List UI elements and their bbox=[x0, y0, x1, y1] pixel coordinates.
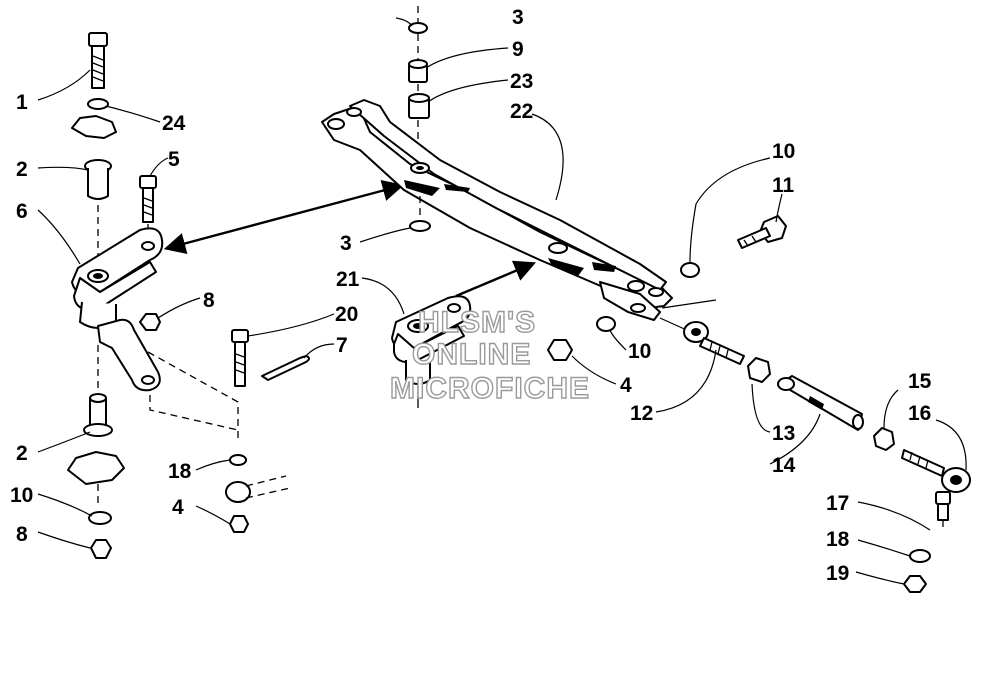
spacer-part-9 bbox=[408, 59, 428, 83]
tie-rod-end-part-12 bbox=[683, 321, 745, 365]
callout-8-lower: 8 bbox=[16, 523, 28, 546]
callout-13: 13 bbox=[772, 422, 795, 445]
callout-labels: 1 2 6 24 5 8 20 7 2 10 8 18 4 3 9 23 22 … bbox=[10, 6, 932, 585]
callout-15: 15 bbox=[908, 370, 932, 393]
callout-18-right: 18 bbox=[826, 528, 850, 551]
callout-3-lower: 3 bbox=[340, 232, 352, 255]
tie-rod-stub bbox=[225, 475, 291, 503]
callout-3-top: 3 bbox=[512, 6, 524, 29]
watermark-line-2: ONLINE bbox=[412, 338, 531, 371]
callout-22: 22 bbox=[510, 100, 533, 123]
callout-7: 7 bbox=[336, 334, 348, 357]
callout-17: 17 bbox=[826, 492, 849, 515]
callout-24: 24 bbox=[162, 112, 186, 135]
nut-part-8-upper bbox=[139, 313, 161, 331]
callout-10-left: 10 bbox=[10, 484, 33, 507]
jam-nut-part-15 bbox=[873, 427, 895, 451]
callout-19: 19 bbox=[826, 562, 849, 585]
nut-part-19 bbox=[903, 575, 927, 593]
washer-part-24 bbox=[87, 98, 109, 110]
bolt-part-11 bbox=[737, 215, 787, 249]
callout-10-center: 10 bbox=[628, 340, 651, 363]
watermark: HLSM'S ONLINE MICROFICHE bbox=[389, 305, 590, 405]
leader-lines bbox=[37, 17, 967, 585]
callout-4-center: 4 bbox=[620, 374, 632, 397]
washer-part-18-left bbox=[229, 454, 247, 466]
callout-21: 21 bbox=[336, 268, 360, 291]
tie-rod-assembly bbox=[683, 321, 971, 593]
connection-arrow-lower bbox=[455, 260, 536, 298]
callout-5: 5 bbox=[168, 148, 180, 171]
tie-bar-part-22 bbox=[321, 99, 717, 337]
cotter-pin-part-7 bbox=[261, 355, 310, 381]
washer-part-3-lower bbox=[409, 220, 431, 232]
callout-2-lower: 2 bbox=[16, 442, 28, 465]
washer-part-3-top bbox=[408, 22, 428, 34]
bolt-part-20 bbox=[231, 329, 249, 387]
watermark-line-1: HLSM'S bbox=[418, 306, 536, 339]
jam-nut-part-13 bbox=[747, 357, 771, 383]
callout-4-left: 4 bbox=[172, 496, 184, 519]
mount-plate-upper bbox=[71, 115, 117, 139]
callout-9: 9 bbox=[512, 38, 524, 61]
callout-16: 16 bbox=[908, 402, 931, 425]
steering-arm-part-21 bbox=[391, 295, 472, 408]
bolt-part-1 bbox=[88, 32, 108, 89]
callout-10-right: 10 bbox=[772, 140, 795, 163]
bushing-part-2-lower bbox=[83, 393, 113, 437]
callout-2-upper: 2 bbox=[16, 158, 28, 181]
watermark-line-3: MICROFICHE bbox=[390, 372, 590, 405]
bushing-part-23 bbox=[408, 93, 430, 119]
callout-6: 6 bbox=[16, 200, 28, 223]
callout-20: 20 bbox=[335, 303, 358, 326]
washer-part-10-right bbox=[680, 262, 700, 278]
washer-part-10-left bbox=[88, 511, 112, 525]
callout-8-upper: 8 bbox=[203, 289, 215, 312]
nut-part-4-left bbox=[229, 515, 249, 533]
callout-23: 23 bbox=[510, 70, 533, 93]
left-assembly bbox=[67, 32, 310, 559]
bushing-part-2-upper bbox=[84, 159, 112, 200]
bolt-part-5 bbox=[139, 175, 157, 223]
nut-part-8-lower bbox=[90, 539, 112, 559]
stud-part-17 bbox=[935, 491, 951, 521]
callout-18-left: 18 bbox=[168, 460, 192, 483]
callout-14: 14 bbox=[772, 454, 796, 477]
connection-arrow-upper bbox=[163, 180, 405, 254]
steering-post-part-6 bbox=[71, 227, 164, 392]
tie-rod-end-part-16 bbox=[901, 449, 971, 493]
washer-part-10-center bbox=[596, 316, 616, 332]
nut-part-4-center bbox=[547, 339, 573, 361]
center-assembly bbox=[321, 6, 787, 408]
mount-plate-lower bbox=[67, 451, 125, 485]
callout-1: 1 bbox=[16, 91, 28, 114]
washer-part-18-right bbox=[909, 549, 931, 563]
callout-11: 11 bbox=[772, 174, 795, 197]
callout-12: 12 bbox=[630, 402, 653, 425]
tie-rod-part-14 bbox=[777, 375, 864, 431]
